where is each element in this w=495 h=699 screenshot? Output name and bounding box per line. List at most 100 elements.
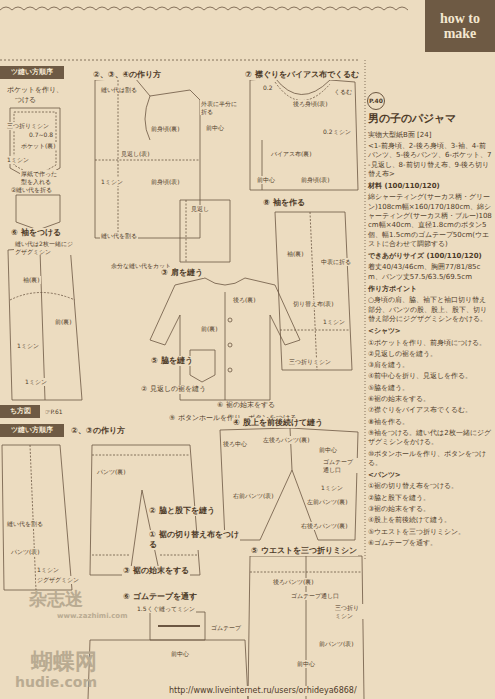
part-label: http://www.liveinternet.ru/users/orhidey… [168, 686, 358, 696]
instruction-column: 男の子のパジャマ実物大型紙B面 [24] <1-前身頃、2-後ろ身頃、3-袖、4-… [368, 112, 492, 550]
header-tab: how to make [425, 0, 495, 52]
instruction-text: ③肩を縫う。 [368, 361, 492, 370]
step-heading: ① 裾の切り替え布をつける [148, 530, 240, 550]
part-label: 前パンツ(表) [318, 640, 355, 648]
step-heading: ⑤ 脇を縫う [150, 356, 194, 366]
part-label: 前身頃(表) [150, 178, 181, 186]
neckline [250, 78, 358, 190]
instruction-text: 着丈40/43/46cm、胸囲77/81/85cm、パンツ丈57.5/63.5/… [368, 263, 492, 282]
part-label: 右前パンツ(表) [232, 492, 275, 500]
step-heading: ⑧ 袖を作る [262, 198, 306, 208]
watermark: 蝴蝶网 [30, 648, 98, 676]
part-label: つける [14, 96, 37, 105]
instruction-text: ⑥ゴムテープを通す。 [368, 539, 492, 548]
part-label: 右後ろパンツ(裏) [300, 522, 349, 530]
watermark: 杂志迷 [28, 588, 84, 611]
part-label: 1ミシン [320, 484, 344, 492]
part-label: ポケット(裏) [20, 142, 57, 150]
part-label: 前(裏) [200, 325, 219, 333]
jacket [150, 278, 300, 400]
section-heading: できあがりサイズ (100/110/120) [368, 252, 492, 261]
part-label: 縫い代は割る [100, 86, 138, 94]
part-label: 厚紙で作った型を入れる [20, 170, 62, 185]
part-label: 左後ろパンツ(裏) [262, 436, 311, 444]
part-label: くるむ [333, 88, 353, 96]
header-text: ち方図 [10, 408, 31, 416]
part-label: 0.2ミシン [322, 128, 352, 136]
part-label: 中表に折る [320, 258, 352, 266]
pants-waist [248, 556, 364, 699]
step-heading: ⑤ ウエストを三つ折りミシン [250, 546, 358, 556]
instruction-text: ⑨袖をつける。縫い代は2枚一緒にジグザグミシンをかける。 [368, 429, 492, 448]
instruction-text: ⑩ボタンホールを作り、ボタンをつける。 [368, 450, 492, 469]
part-label: 1ミシン [100, 178, 124, 186]
part-label: 縫い代を割る [6, 520, 44, 528]
part-label: パンツ(裏) [96, 468, 127, 476]
part-label: ゴムテープ通し口 [322, 458, 358, 473]
part-label: 後ろ身頃(表) [292, 100, 329, 108]
sleeve [275, 212, 352, 370]
part-label: 前中心 [170, 650, 190, 658]
instruction-text: ①裾の切り替え布をつける。 [368, 482, 492, 491]
section-bar: ツ縫い方順序 [0, 424, 64, 437]
part-label: 後ろ(裏) [232, 296, 257, 304]
part-label: 三つ折りミシン [288, 358, 332, 366]
step-heading: ⑥ ゴムテープを通す [122, 592, 198, 602]
instruction-text: 綿シャーティング(サーカス柄・グリーン)108cm幅×160/170/180cm… [368, 193, 492, 249]
part-label: 1ミシン [6, 156, 30, 164]
part-label: ② 見返しの裾を縫う [140, 385, 207, 394]
step-heading: ④ 股上を前後続けて縫う [232, 418, 324, 428]
part-label: 1ミシン [16, 342, 40, 350]
part-label: 袖(裏) [22, 276, 41, 284]
instruction-text: ⑦襟ぐりをバイアス布でくるむ。 [368, 406, 492, 415]
step-heading: ②、③の作り方 [70, 426, 126, 436]
part-label: 縫い代を割る [100, 232, 138, 240]
part-label: ジグザグミシン [36, 576, 80, 584]
part-label: 1ミシン [24, 378, 48, 386]
header-text: P.40 [369, 98, 383, 105]
watermark: hudie.com [14, 674, 98, 692]
instruction-text: ②脇と股下を縫う。 [368, 494, 492, 503]
step-heading: ② 脇と股下を縫う [148, 506, 216, 516]
part-label: パンツ(表) [10, 548, 41, 556]
section-heading: 作り方ポイント [368, 285, 492, 294]
section-heading: <シャツ> [368, 327, 492, 336]
part-label: ゴムテープ通し口 [290, 592, 340, 600]
part-label: ポケットを作り、 [6, 86, 64, 95]
part-label: 外表に半分に折る [200, 100, 242, 115]
header-text: ツ縫い方順序 [11, 427, 53, 435]
page-badge: P.40 [367, 92, 385, 110]
part-label: 前身頃(表) [300, 176, 331, 184]
part-label: 1ミシン [36, 566, 60, 574]
instruction-text: ○身頃の肩、脇、袖下と袖口切り替え部分、パンツの股、股上、股下、切り替え部分にジ… [368, 296, 492, 324]
part-label: 後ろパンツ(裏) [272, 578, 315, 586]
instruction-text: <1-前身頃、2-後ろ身頃、3-袖、4-前パンツ、5-後ろパンツ、6-ポケット、… [368, 142, 492, 179]
section-bar: ち方図 [0, 405, 40, 418]
step-heading: ③ 肩を縫う [160, 268, 204, 278]
part-label: 縫い代は2枚一緒にジグザグミシン [14, 240, 76, 255]
section-heading: <パンツ> [368, 471, 492, 480]
instruction-text: 実物大型紙B面 [24] [368, 131, 492, 140]
part-label: ⑥ 裾の始末をする [216, 401, 276, 410]
sleeve-body [8, 245, 82, 400]
instruction-text: ⑤ウエストを三つ折りミシン。 [368, 528, 492, 537]
part-label: 左前パンツ(裏) [306, 498, 349, 506]
part-label: バイアス布(裏) [270, 150, 313, 158]
instruction-text: ③裾の始末をする。 [368, 505, 492, 514]
instruction-text: ⑧袖を作る。 [368, 418, 492, 427]
pants-seam [2, 445, 72, 590]
section-heading: 材料 (100/110/120) [368, 182, 492, 191]
part-label: ゴムテープ [210, 624, 242, 632]
instruction-text: ①ポケットを作り、前身頃につける。 [368, 339, 492, 348]
part-label: 前中心 [256, 176, 276, 184]
header-text: how to make [425, 11, 495, 42]
instruction-text: ④前中心を折り、見返しを作る。 [368, 372, 492, 381]
shirt-front [95, 78, 200, 238]
step-heading: ⑦ 襟ぐりをバイアス布でくるむ [244, 70, 360, 80]
instruction-text: ②見返しの裾を縫う。 [368, 350, 492, 359]
part-label: 1ミシン [322, 318, 346, 326]
section-heading: 男の子のパジャマ [368, 112, 492, 127]
part-label: ☞P.61 [44, 408, 64, 416]
watermark: www.zazhimi.com [56, 612, 128, 621]
part-label: 前中心 [205, 124, 225, 132]
